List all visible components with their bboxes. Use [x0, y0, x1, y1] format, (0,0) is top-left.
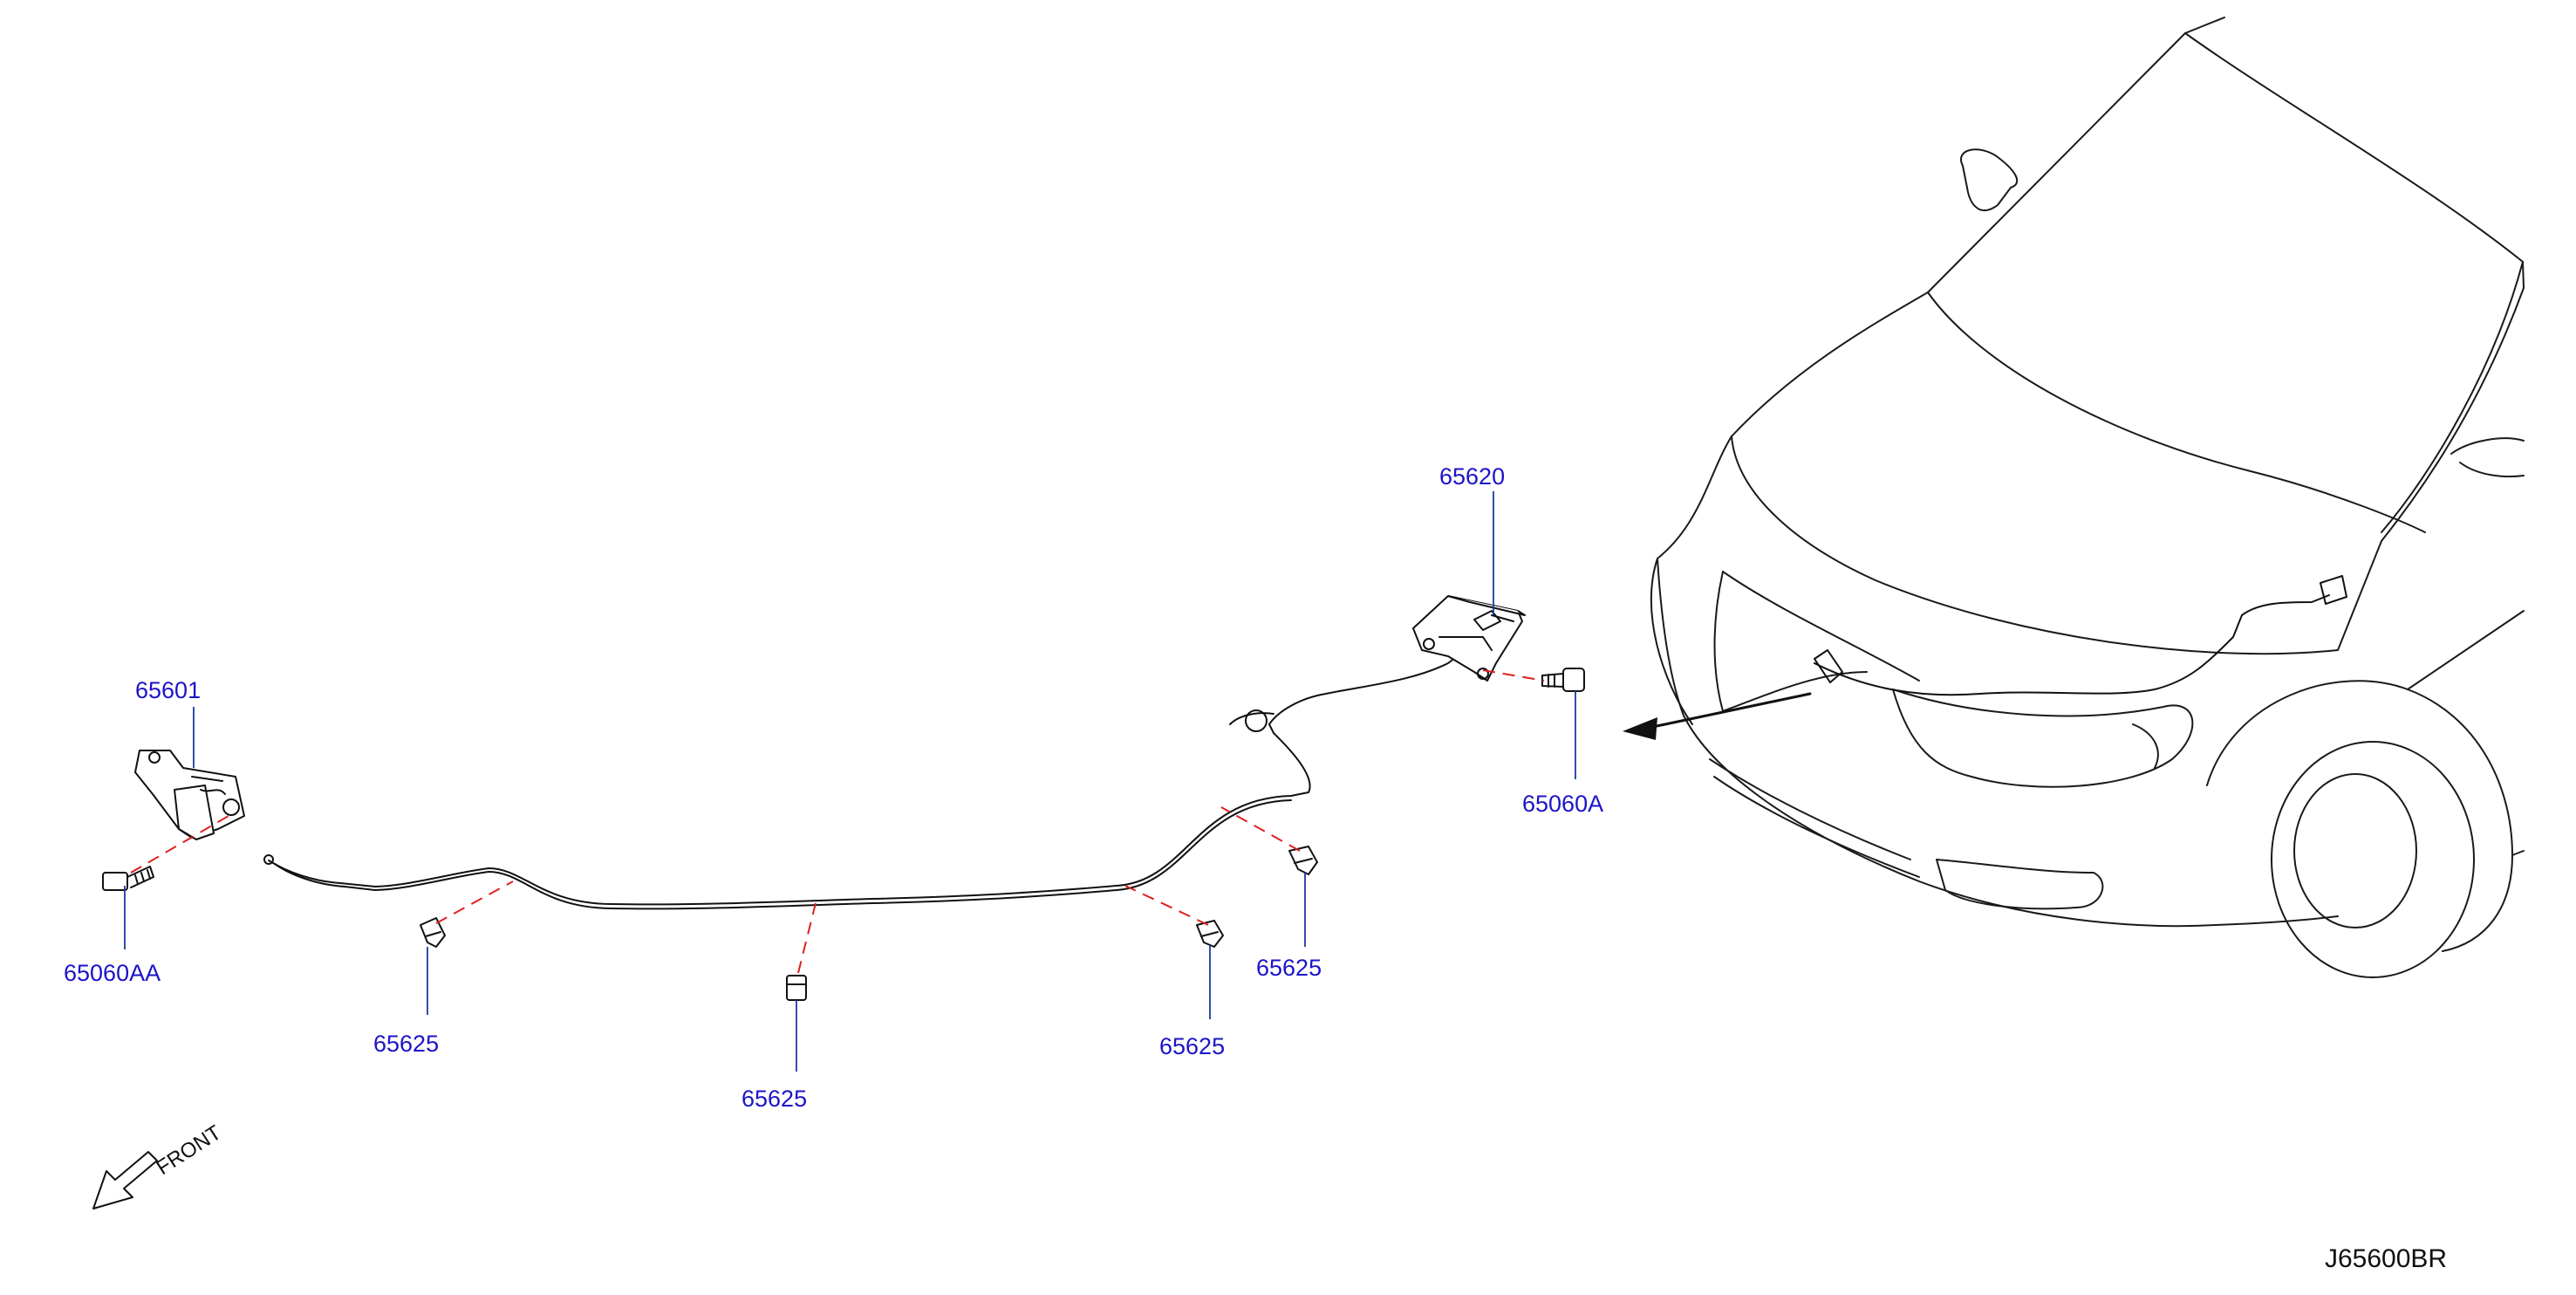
cable-clip-3	[1196, 920, 1224, 948]
latch-bolt-65060AA	[102, 866, 154, 891]
front-arrow-icon	[92, 1151, 158, 1209]
label-clip-1: 65625	[373, 1031, 439, 1057]
label-lock-bolt: 65060A	[1522, 791, 1603, 817]
cable-clip-4	[1288, 846, 1318, 875]
front-label: FRONT	[153, 1120, 226, 1180]
label-clip-3: 65625	[1159, 1033, 1225, 1059]
label-lock-assembly: 65620	[1439, 463, 1505, 490]
diagram-code: J65600BR	[2325, 1244, 2447, 1273]
assembly-lines	[130, 669, 1545, 974]
hood-latch-65601	[134, 750, 245, 840]
hood-lock-65620	[1412, 595, 1526, 682]
leader-lines	[124, 491, 1576, 1072]
cable-clip-1	[420, 917, 446, 948]
release-cable	[263, 649, 1466, 910]
label-clip-4: 65625	[1256, 955, 1322, 981]
label-latch-bolt: 65060AA	[64, 960, 161, 986]
label-clip-2: 65625	[741, 1086, 807, 1112]
car-front-outline	[1623, 17, 2525, 978]
cable-clip-2	[786, 975, 807, 1001]
lock-bolt-65060A	[1541, 668, 1585, 692]
label-latch: 65601	[135, 677, 201, 703]
